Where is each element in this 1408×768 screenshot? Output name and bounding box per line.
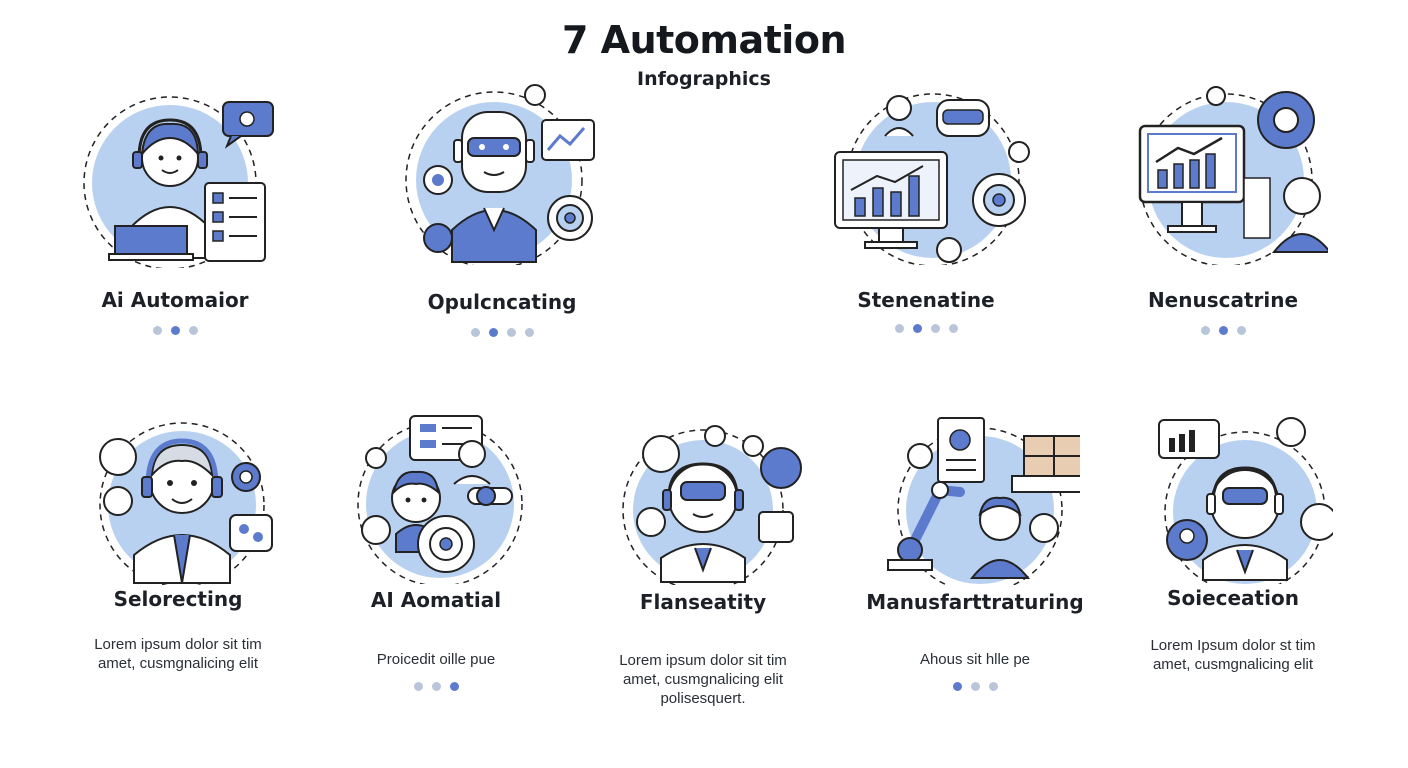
card-title: Manusfarttraturing [866,590,1084,614]
pagination-dot[interactable] [152,326,162,335]
pagination-dots [806,324,1046,333]
monitor-chart-robot-target-icon [821,80,1031,265]
card-opulcncating: Opulcncating [382,80,622,350]
pagination-dots [382,328,622,337]
pagination-dot[interactable] [894,324,904,333]
pagination-dot[interactable] [188,326,198,335]
pagination-dot[interactable] [413,682,423,691]
pagination-dot[interactable] [930,324,940,333]
monitor-growth-gear-person-icon [1118,80,1328,265]
robot-head-chart-target-icon [402,80,602,265]
card-stenenatine: Stenenatine [806,80,1046,350]
card-description: Lorem Ipsum dolor st tim amet, cusmgnalic… [1113,636,1353,674]
pagination-dot[interactable] [970,682,980,691]
pagination-dot-active[interactable] [170,326,180,335]
card-soieceation: Soieceation Lorem Ipsum dolor st tim amet… [1113,410,1353,680]
pagination-dot[interactable] [506,328,516,337]
card-description: Lorem ipsum dolor sit tim amet, cusmgnali… [583,651,823,708]
chat-bot-gear-target-icon [336,412,536,584]
pagination-dot[interactable] [1236,326,1246,335]
card-description-line: amet, cusmgnalicing elit [622,671,784,688]
pagination-dot-active[interactable] [449,682,459,691]
card-ai-aomatial: AI Aomatial Proicedit oille pue [316,410,556,691]
card-title: Selorecting [113,587,243,611]
robot-arm-factory-worker-icon [870,410,1080,585]
card-nenuscatrine: Nenuscatrine [1103,80,1343,350]
pagination-dot[interactable] [948,324,958,333]
pagination-dot-active[interactable] [952,682,962,691]
card-title: Opulcncating [427,290,577,314]
pagination-dots [55,326,295,335]
robot-agent-user-profiles-icon [603,420,803,585]
card-title: Nenuscatrine [1147,288,1299,312]
card-description-line: Ahous sit hlle pe [919,651,1031,668]
card-title: Soieceation [1167,586,1299,610]
masked-robot-analytics-users-icon [1133,412,1333,584]
card-title: AI Aomatial [370,588,502,612]
card-description-line: amet, cusmgnalicing elit [1152,656,1314,673]
card-manusfarttraturing: Manusfarttraturing Ahous sit hlle pe [855,410,1095,700]
card-ai-automaior: Ai Automaior [55,80,295,350]
card-description: Lorem ipsum dolor sit tim amet, cusmgnali… [58,635,298,673]
card-flanseatity: Flanseatity Lorem ipsum dolor sit tim ame… [583,420,823,710]
page-title: 7 Automation [562,18,847,62]
pagination-dot-active[interactable] [912,324,922,333]
card-title: Stenenatine [857,288,995,312]
pagination-dot[interactable] [470,328,480,337]
pagination-dots [316,682,556,691]
card-description-line: Lorem Ipsum dolor st tim [1150,637,1316,654]
pagination-dot[interactable] [524,328,534,337]
pagination-dots [1103,326,1343,335]
card-selorecting: Selorecting Lorem ipsum dolor sit tim ame… [58,415,298,685]
card-description-line: polisesquert. [660,690,746,707]
pagination-dots [855,682,1095,691]
card-description: Proicedit oille pue [316,650,556,669]
card-description-line: Proicedit oille pue [376,651,496,668]
card-description-line: amet, cusmgnalicing elit [97,655,259,672]
pagination-dot[interactable] [988,682,998,691]
pagination-dot-active[interactable] [1218,326,1228,335]
card-description-line: Lorem ipsum dolor sit tim [619,652,787,669]
card-title: Flanseatity [639,590,767,614]
card-description: Ahous sit hlle pe [855,650,1095,669]
card-title: Ai Automaior [101,288,249,312]
pagination-dot[interactable] [431,682,441,691]
headset-operator-laptop-checklist-icon [75,88,275,268]
page-subtitle: Infographics [637,68,771,90]
pagination-dot-active[interactable] [488,328,498,337]
card-description-line: Lorem ipsum dolor sit tim [94,636,262,653]
pagination-dot[interactable] [1200,326,1210,335]
headset-support-chat-gears-icon [78,415,278,585]
